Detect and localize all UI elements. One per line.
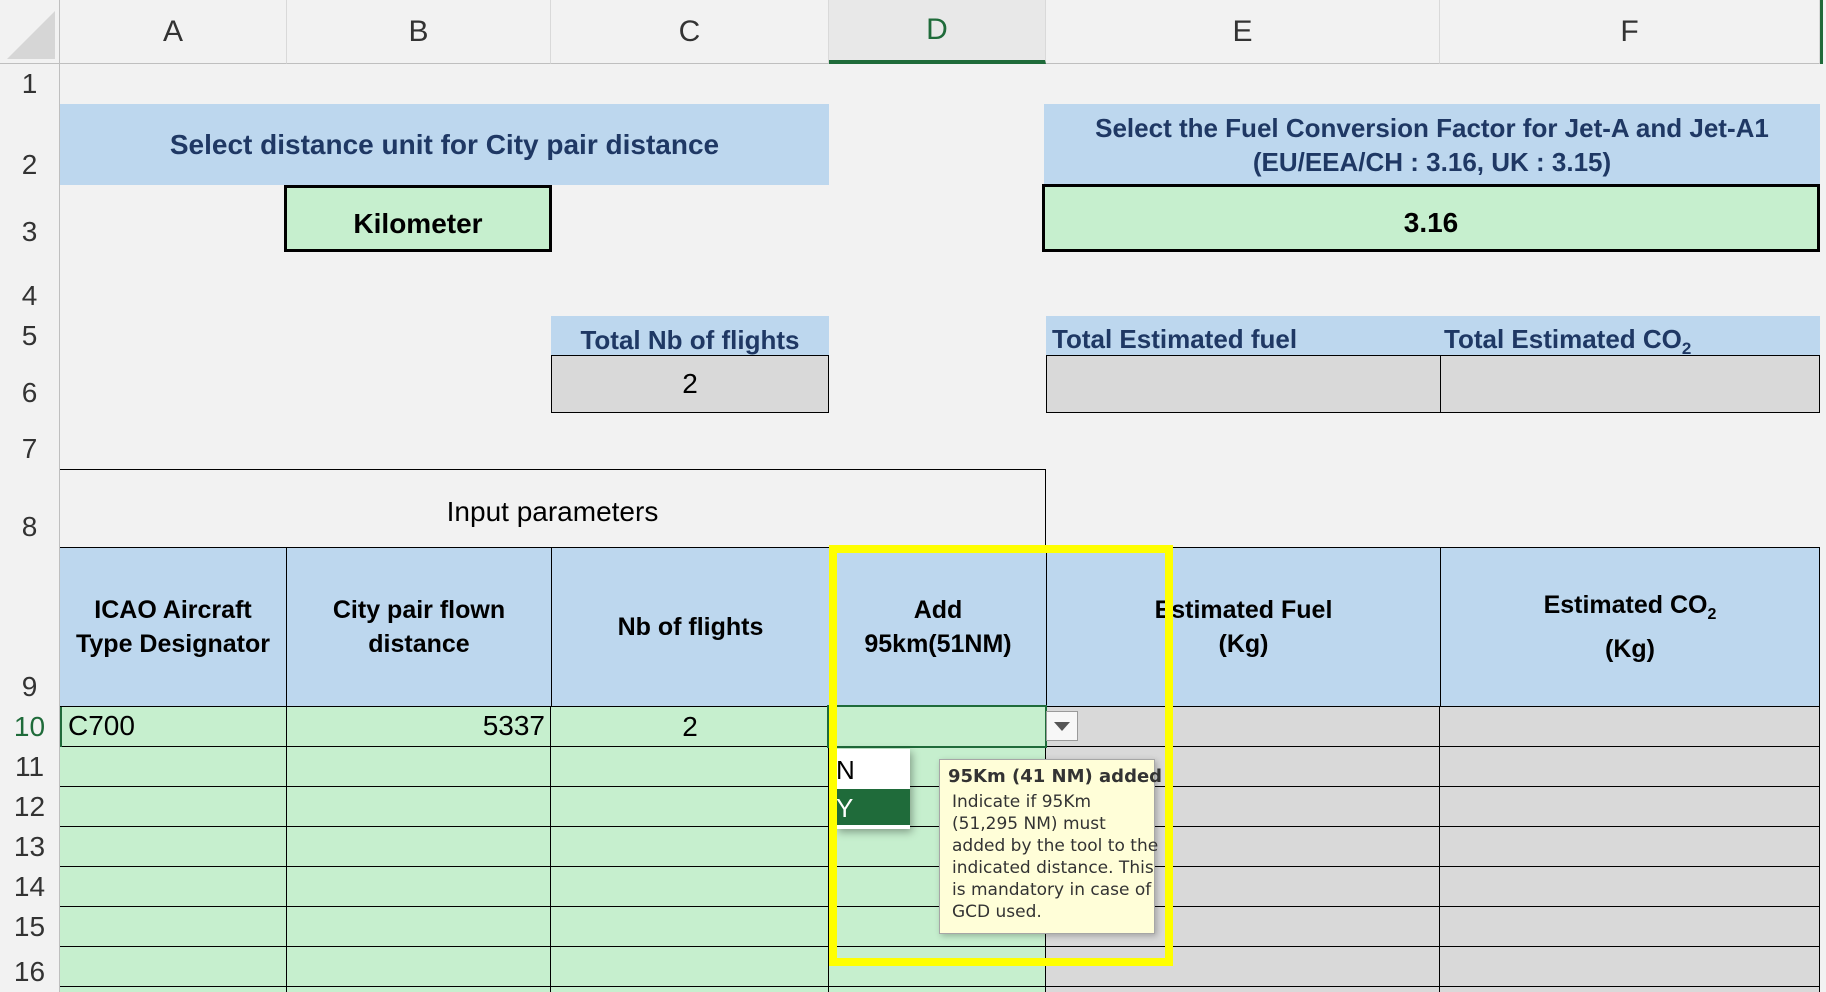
row-line-16 bbox=[60, 986, 1820, 987]
row-header-15[interactable]: 15 bbox=[0, 907, 60, 947]
total-co2-subscript: 2 bbox=[1681, 339, 1692, 359]
header-estimated-fuel: Estimated Fuel (Kg) bbox=[1046, 547, 1441, 707]
row-header-1[interactable]: 1 bbox=[0, 64, 60, 104]
cell-c10[interactable]: 2 bbox=[551, 707, 829, 747]
distance-unit-label: Select distance unit for City pair dista… bbox=[60, 104, 829, 185]
header-nb-flights-text: Nb of flights bbox=[617, 612, 764, 641]
distance-unit-value: Kilometer bbox=[353, 207, 483, 239]
col-c-cells bbox=[551, 707, 829, 992]
total-fuel-label: Total Estimated fuel bbox=[1046, 316, 1440, 356]
column-header-edge bbox=[1820, 0, 1826, 64]
header-aircraft-type: ICAO Aircraft Type Designator bbox=[60, 547, 287, 707]
row-header-4[interactable]: 4 bbox=[0, 252, 60, 316]
validation-input-message: 95Km (41 NM) added Indicate if 95Km (51,… bbox=[939, 759, 1162, 934]
dropdown-option-n-label: N bbox=[836, 755, 855, 785]
total-flights-label-text: Total Nb of flights bbox=[580, 324, 800, 355]
header-estimated-co2: Estimated CO2 (Kg) bbox=[1440, 547, 1820, 707]
select-all-icon bbox=[7, 11, 55, 59]
fuel-factor-label-line1: Select the Fuel Conversion Factor for Je… bbox=[1095, 112, 1769, 143]
column-header-a[interactable]: A bbox=[60, 0, 287, 64]
row-header-12[interactable]: 12 bbox=[0, 787, 60, 827]
tooltip-line: (51,295 NM) must bbox=[952, 814, 1106, 834]
header-distance-line1: City pair flown bbox=[332, 596, 506, 624]
total-flights-value-text: 2 bbox=[682, 368, 698, 399]
fuel-factor-label: Select the Fuel Conversion Factor for Je… bbox=[1044, 104, 1820, 185]
header-add-line1: Add bbox=[913, 596, 963, 624]
tooltip-line: GCD used. bbox=[952, 902, 1042, 922]
row-header-16[interactable]: 16 bbox=[0, 947, 60, 992]
row-header-10[interactable]: 10 bbox=[0, 707, 60, 747]
total-co2-label-text: Total Estimated CO bbox=[1444, 324, 1682, 354]
header-aircraft-line2: Type Designator bbox=[75, 630, 271, 658]
column-header-c[interactable]: C bbox=[551, 0, 829, 64]
header-co2-line2: (Kg) bbox=[1605, 635, 1655, 663]
distance-unit-select[interactable]: Kilometer bbox=[284, 185, 552, 252]
dropdown-option-y[interactable]: Y bbox=[836, 789, 910, 825]
total-co2-label: Total Estimated CO2 bbox=[1440, 316, 1820, 359]
total-flights-label: Total Nb of flights bbox=[551, 316, 829, 356]
row-header-11[interactable]: 11 bbox=[0, 747, 60, 787]
tooltip-line: is mandatory in case of bbox=[952, 880, 1152, 900]
input-parameters-text: Input parameters bbox=[446, 495, 659, 527]
header-co2-text: Estimated CO bbox=[1543, 591, 1708, 619]
tooltip-body: Indicate if 95Km (51,295 NM) must added … bbox=[940, 787, 1159, 923]
tooltip-title: 95Km (41 NM) added bbox=[940, 760, 1162, 787]
header-fuel-line1: Estimated Fuel bbox=[1154, 596, 1333, 624]
column-header-d[interactable]: D bbox=[829, 0, 1046, 64]
row-line-15 bbox=[60, 946, 1820, 947]
row-header-8[interactable]: 8 bbox=[0, 469, 60, 547]
highlight-annotation-box bbox=[829, 545, 1173, 966]
cell-a10[interactable]: C700 bbox=[60, 707, 287, 747]
row-header-9[interactable]: 9 bbox=[0, 547, 60, 707]
cell-a10-value: C700 bbox=[68, 710, 135, 741]
data-rows bbox=[60, 707, 1820, 992]
fuel-factor-label-line2: (EU/EEA/CH : 3.16, UK : 3.15) bbox=[1252, 146, 1612, 177]
chevron-down-icon bbox=[1054, 721, 1070, 731]
tooltip-line: Indicate if 95Km bbox=[952, 792, 1092, 812]
row-header-7[interactable]: 7 bbox=[0, 413, 60, 469]
header-add-95km: Add 95km(51NM) bbox=[829, 547, 1047, 707]
header-nb-flights: Nb of flights bbox=[551, 547, 830, 707]
row-header-3[interactable]: 3 bbox=[0, 185, 60, 252]
tooltip-title-text: 95Km (41 NM) added bbox=[948, 766, 1163, 787]
col-b-cells bbox=[287, 707, 551, 992]
distance-unit-label-text: Select distance unit for City pair dista… bbox=[169, 128, 720, 160]
header-add-line2: 95km(51NM) bbox=[864, 630, 1012, 658]
row-header-5[interactable]: 5 bbox=[0, 316, 60, 356]
row-header-6[interactable]: 6 bbox=[0, 356, 60, 413]
dropdown-option-n[interactable]: N bbox=[836, 751, 910, 787]
header-co2-subscript: 2 bbox=[1707, 606, 1717, 623]
header-co2-line1: Estimated CO2 bbox=[1544, 588, 1717, 632]
dropdown-arrow-button[interactable] bbox=[1046, 711, 1078, 741]
fuel-factor-value: 3.16 bbox=[1403, 207, 1459, 238]
dropdown-list: N Y bbox=[836, 749, 910, 829]
header-fuel-line2: (Kg) bbox=[1218, 630, 1269, 658]
select-all-corner[interactable] bbox=[0, 0, 60, 64]
total-flights-value: 2 bbox=[551, 355, 829, 413]
cell-c10-value: 2 bbox=[682, 711, 698, 742]
cell-b10[interactable]: 5337 bbox=[287, 707, 551, 747]
total-co2-value bbox=[1440, 355, 1820, 413]
header-city-pair-distance: City pair flown distance bbox=[286, 547, 552, 707]
dropdown-option-y-label: Y bbox=[836, 793, 854, 823]
column-header-e[interactable]: E bbox=[1046, 0, 1440, 64]
tooltip-line: indicated distance. This bbox=[952, 858, 1154, 878]
column-header-f[interactable]: F bbox=[1440, 0, 1820, 64]
column-header-b[interactable]: B bbox=[287, 0, 551, 64]
header-distance-line2: distance bbox=[368, 630, 470, 658]
cell-b10-value: 5337 bbox=[482, 710, 545, 741]
total-fuel-value bbox=[1046, 355, 1441, 413]
input-parameters-header: Input parameters bbox=[60, 469, 1046, 547]
row-header-2[interactable]: 2 bbox=[0, 104, 60, 185]
row-header-14[interactable]: 14 bbox=[0, 867, 60, 907]
header-aircraft-line1: ICAO Aircraft bbox=[94, 596, 252, 624]
col-f-cells bbox=[1440, 707, 1820, 992]
col-a-cells bbox=[60, 707, 287, 992]
tooltip-line: added by the tool to the bbox=[952, 836, 1159, 856]
fuel-factor-input[interactable]: 3.16 bbox=[1042, 184, 1820, 252]
total-fuel-label-text: Total Estimated fuel bbox=[1052, 324, 1298, 354]
row-header-13[interactable]: 13 bbox=[0, 827, 60, 867]
